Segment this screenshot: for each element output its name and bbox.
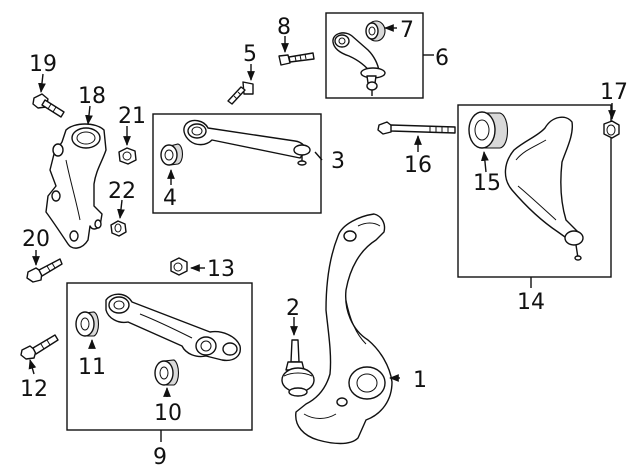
callout-12: 12	[20, 377, 48, 402]
bushing-15	[468, 111, 509, 149]
callout-9: 9	[153, 445, 167, 470]
callout-22: 22	[108, 179, 136, 204]
callout-1: 1	[413, 368, 427, 393]
bushing-11	[75, 311, 100, 337]
callout-5: 5	[243, 42, 257, 67]
group-box-9	[66, 282, 253, 431]
callout-13: 13	[207, 257, 235, 282]
bushing-4	[160, 143, 184, 166]
callout-19: 19	[29, 52, 57, 77]
group-box-3	[152, 113, 322, 214]
callout-8: 8	[277, 15, 291, 40]
callout-6: 6	[435, 46, 449, 71]
lower-arm-3	[183, 119, 311, 166]
callout-17: 17	[600, 80, 628, 105]
bolt-12	[20, 334, 59, 360]
callout-3: 3	[331, 149, 345, 174]
nut-21	[118, 147, 137, 165]
callout-7: 7	[400, 18, 414, 43]
upper-arm-6	[332, 32, 386, 96]
lower-arm-9	[105, 293, 241, 362]
callout-11: 11	[78, 355, 106, 380]
ball-joint-2	[281, 339, 315, 397]
callout-2: 2	[286, 296, 300, 321]
nut-22	[110, 220, 127, 237]
knuckle-1	[295, 213, 393, 445]
bolt-19	[32, 93, 65, 118]
callout-21: 21	[118, 104, 146, 129]
lower-arm-14	[504, 116, 584, 261]
bolt-5	[227, 81, 254, 105]
bracket-18	[45, 123, 107, 249]
bolt-20	[26, 258, 63, 283]
bolt-8	[278, 52, 315, 66]
callout-16: 16	[404, 153, 432, 178]
group-box-14	[457, 104, 612, 278]
callout-10: 10	[154, 401, 182, 426]
callout-15: 15	[473, 171, 501, 196]
callout-4: 4	[163, 186, 177, 211]
bushing-10	[154, 359, 180, 386]
callout-20: 20	[22, 227, 50, 252]
bolt-16	[377, 121, 456, 135]
bushing-7	[365, 20, 386, 42]
nut-17	[603, 120, 620, 139]
callout-18: 18	[78, 84, 106, 109]
callout-14: 14	[517, 290, 545, 315]
nut-13	[170, 257, 188, 276]
